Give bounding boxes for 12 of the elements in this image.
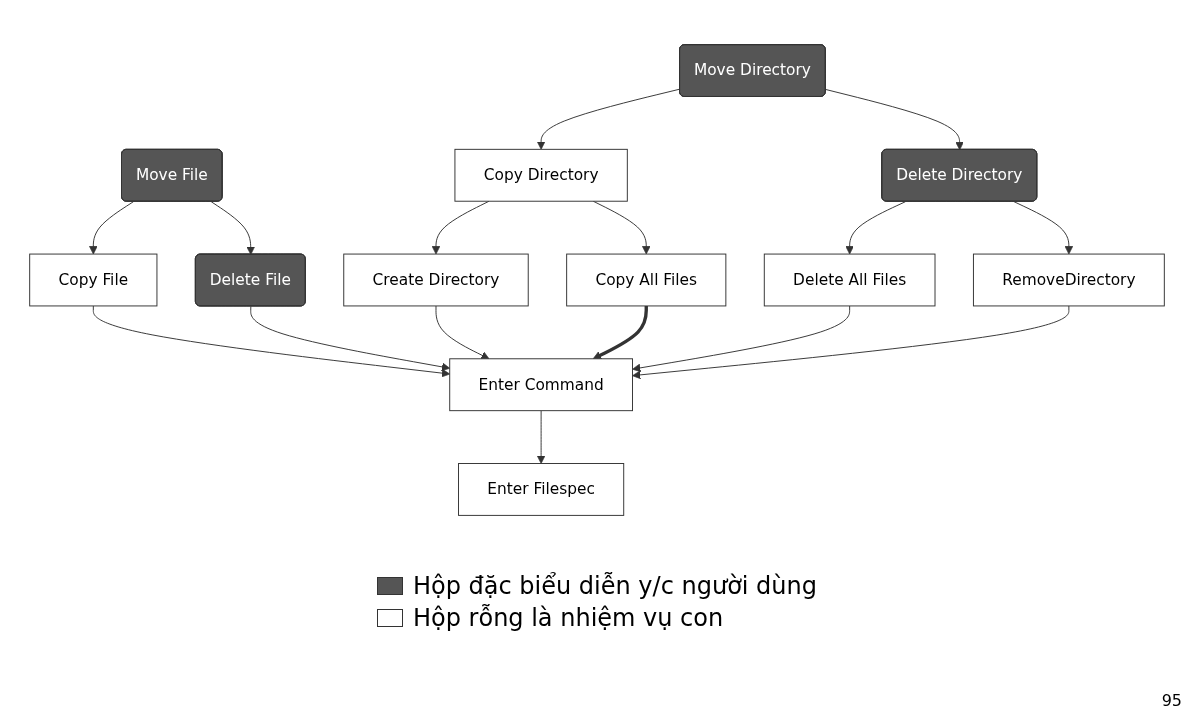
node-box: Create Directory: [343, 253, 529, 307]
legend-text: Hộp đặc biểu diễn y/c người dùng: [413, 572, 817, 600]
node-box: Enter Filespec: [458, 463, 625, 516]
legend-text: Hộp rỗng là nhiệm vụ con: [413, 604, 724, 632]
node-box: Copy Directory: [454, 148, 628, 202]
node-box: Copy All Files: [566, 253, 727, 307]
node-box: Delete All Files: [763, 253, 936, 307]
node-box: Enter Command: [449, 358, 633, 412]
node-box: RemoveDirectory: [972, 253, 1165, 307]
arrow: [592, 305, 648, 360]
node-box: Copy File: [29, 253, 158, 307]
page-number: 95: [1161, 691, 1182, 710]
